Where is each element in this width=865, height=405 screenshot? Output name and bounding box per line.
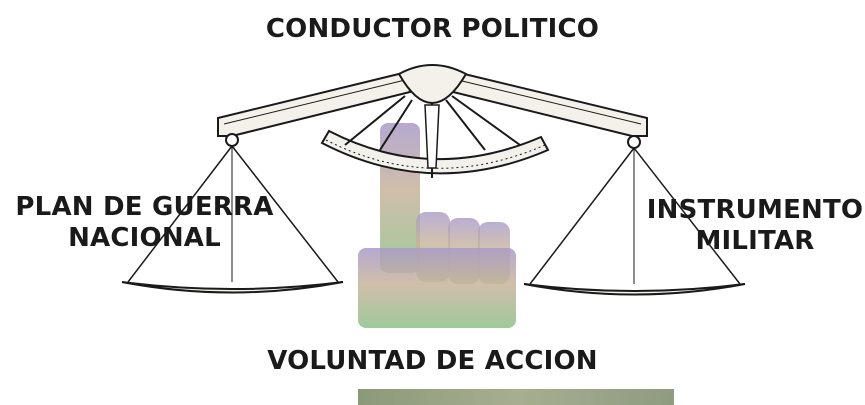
scale-beam-icon [217,64,648,151]
right-pan-label-line2: MILITAR [695,225,815,256]
right-pan-label: INSTRUMENTO MILITAR [645,195,865,256]
diagram-title: CONDUCTOR POLITICO [265,14,600,44]
left-scale-pan-icon [121,133,344,294]
right-pan-label-line1: INSTRUMENTO [646,195,864,225]
right-scale-pan-icon [523,135,746,296]
left-pan-label-line2: NACIONAL [68,222,221,253]
left-pan-label: PLAN DE GUERRA NACIONAL [2,192,287,253]
left-pan-label-line1: PLAN DE GUERRA [15,192,274,222]
base-label: VOLUNTAD DE ACCION [267,346,598,376]
scale-needle-icon [424,100,440,178]
base-bar [358,389,674,405]
gauge-dial-icon [320,129,550,175]
